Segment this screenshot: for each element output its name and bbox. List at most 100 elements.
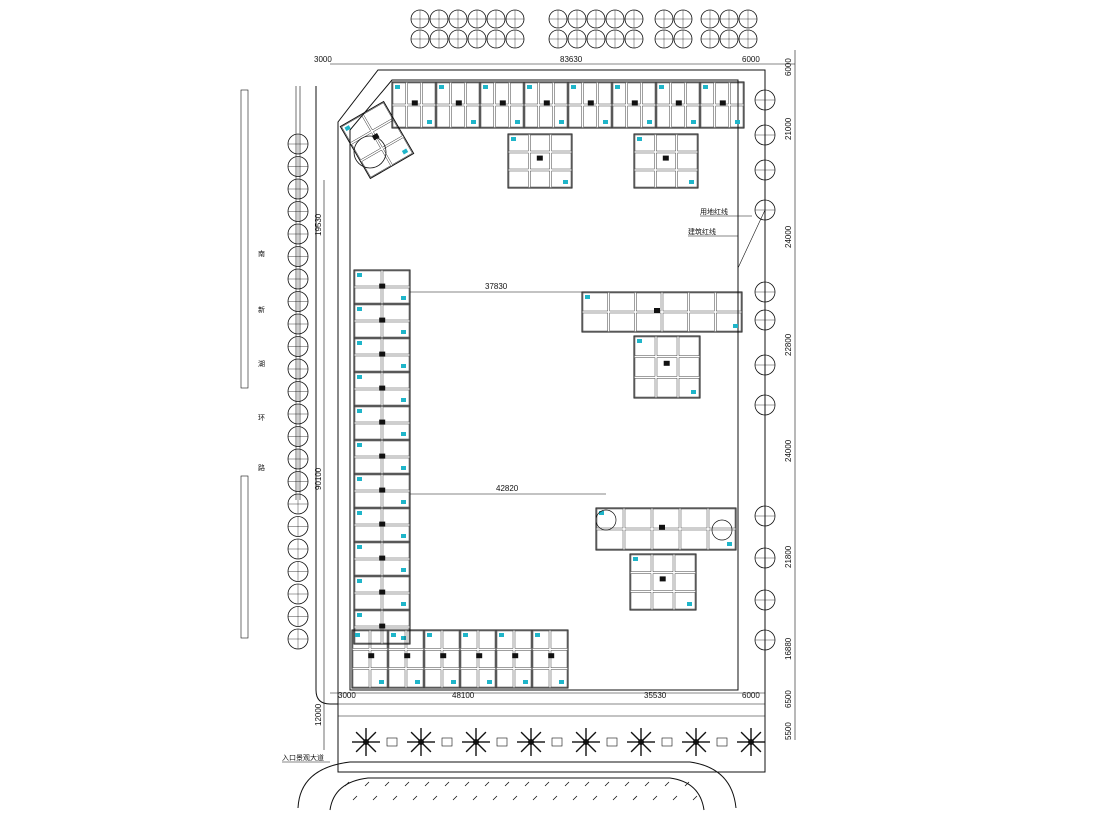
unit-room [478, 630, 496, 649]
unit-room [508, 152, 529, 170]
unit-room [656, 357, 678, 377]
unit-room [436, 105, 450, 128]
dim-right-6: 21800 [784, 545, 793, 568]
unit-room [382, 321, 410, 338]
bathroom-mark [487, 680, 492, 684]
unit-room [354, 355, 382, 372]
bathroom-mark [451, 680, 456, 684]
bathroom-mark [559, 680, 564, 684]
unit-room [716, 312, 742, 332]
shrub-mark [652, 795, 658, 801]
building-outline [495, 629, 533, 689]
unit-room [382, 627, 410, 644]
palm-tree-icon [627, 728, 655, 756]
unit-room [354, 287, 382, 304]
unit-room [392, 82, 406, 105]
unit-room [532, 669, 550, 688]
unit-room [532, 630, 550, 649]
unit-room [460, 669, 478, 688]
unit-room [532, 650, 550, 668]
unit-room [478, 650, 496, 668]
stair-core [455, 100, 462, 106]
bathroom-mark [401, 398, 406, 402]
dim-right-8: 6500 [784, 690, 793, 708]
stair-core [536, 155, 543, 161]
inner-site-boundary [349, 79, 739, 691]
shrub-mark [392, 795, 398, 801]
unit-room [354, 423, 382, 440]
stair-core [440, 653, 447, 659]
unit-room [382, 593, 410, 610]
stair-core [543, 100, 550, 106]
unit-room [424, 630, 442, 649]
bathroom-mark [515, 120, 520, 124]
stair-core [379, 283, 386, 289]
unit-room [634, 134, 655, 152]
shrub-mark [632, 795, 638, 801]
tower-mid-lower-wing [629, 553, 697, 611]
unit-room [662, 312, 688, 332]
palm-trunk [748, 739, 754, 745]
stair-core [379, 555, 386, 561]
building-outline [633, 335, 701, 399]
unit-room [678, 336, 700, 356]
bathroom-mark [523, 680, 528, 684]
bathroom-mark [344, 125, 351, 132]
unit-room [383, 137, 413, 165]
bathroom-mark [401, 568, 406, 572]
bathroom-mark [357, 477, 362, 481]
unit-room [406, 630, 424, 649]
unit-room [612, 82, 626, 105]
bathroom-mark [691, 120, 696, 124]
unit-room [422, 105, 436, 128]
unit-room [354, 389, 382, 406]
tower-mid-lower [595, 507, 737, 551]
shrub-mark [604, 781, 610, 787]
bathroom-mark [401, 500, 406, 504]
unit-room [514, 650, 532, 668]
road-curb-line [315, 86, 338, 705]
unit-room [656, 82, 670, 105]
bathroom-mark [401, 148, 409, 155]
unit-room [354, 576, 382, 593]
stair-core [659, 524, 665, 530]
unit-room [514, 630, 532, 649]
tree-row-top [410, 9, 758, 49]
unit-room [680, 529, 708, 550]
shrub-mark [572, 795, 578, 801]
stair-core [662, 155, 669, 161]
unit-room [407, 105, 421, 128]
building-outline [629, 553, 697, 611]
unit-room [370, 669, 388, 688]
building-outline [353, 609, 411, 645]
bathroom-mark [379, 680, 384, 684]
dim-left-3: 12000 [314, 703, 323, 726]
outer-site-boundary [337, 69, 766, 773]
dim-bottom-mid: 48100 [452, 691, 475, 700]
dim-right-1: 6000 [784, 58, 793, 76]
unit-room [352, 650, 370, 668]
road-char-4: 环 [258, 414, 265, 422]
stair-core [631, 100, 638, 106]
shrub-mark [432, 795, 438, 801]
bathroom-mark [637, 137, 642, 141]
unit-room [624, 529, 652, 550]
bottom-building-unit [531, 629, 569, 689]
building-outline [459, 629, 497, 689]
unit-room [642, 105, 656, 128]
palm-trunk [638, 739, 644, 745]
stair-core [548, 653, 555, 659]
dim-left-2: 90100 [314, 467, 323, 490]
shrub-mark [552, 795, 558, 801]
unit-room [460, 650, 478, 668]
palm-trunk [363, 739, 369, 745]
stair-core [476, 653, 483, 659]
unit-room [598, 82, 612, 105]
unit-room [370, 650, 388, 668]
shrub-mark [492, 795, 498, 801]
shrub-mark [664, 781, 670, 787]
dim-bottom-left: 3000 [338, 691, 356, 700]
unit-room [442, 630, 460, 649]
bathroom-mark [585, 295, 590, 299]
bathroom-mark [415, 680, 420, 684]
